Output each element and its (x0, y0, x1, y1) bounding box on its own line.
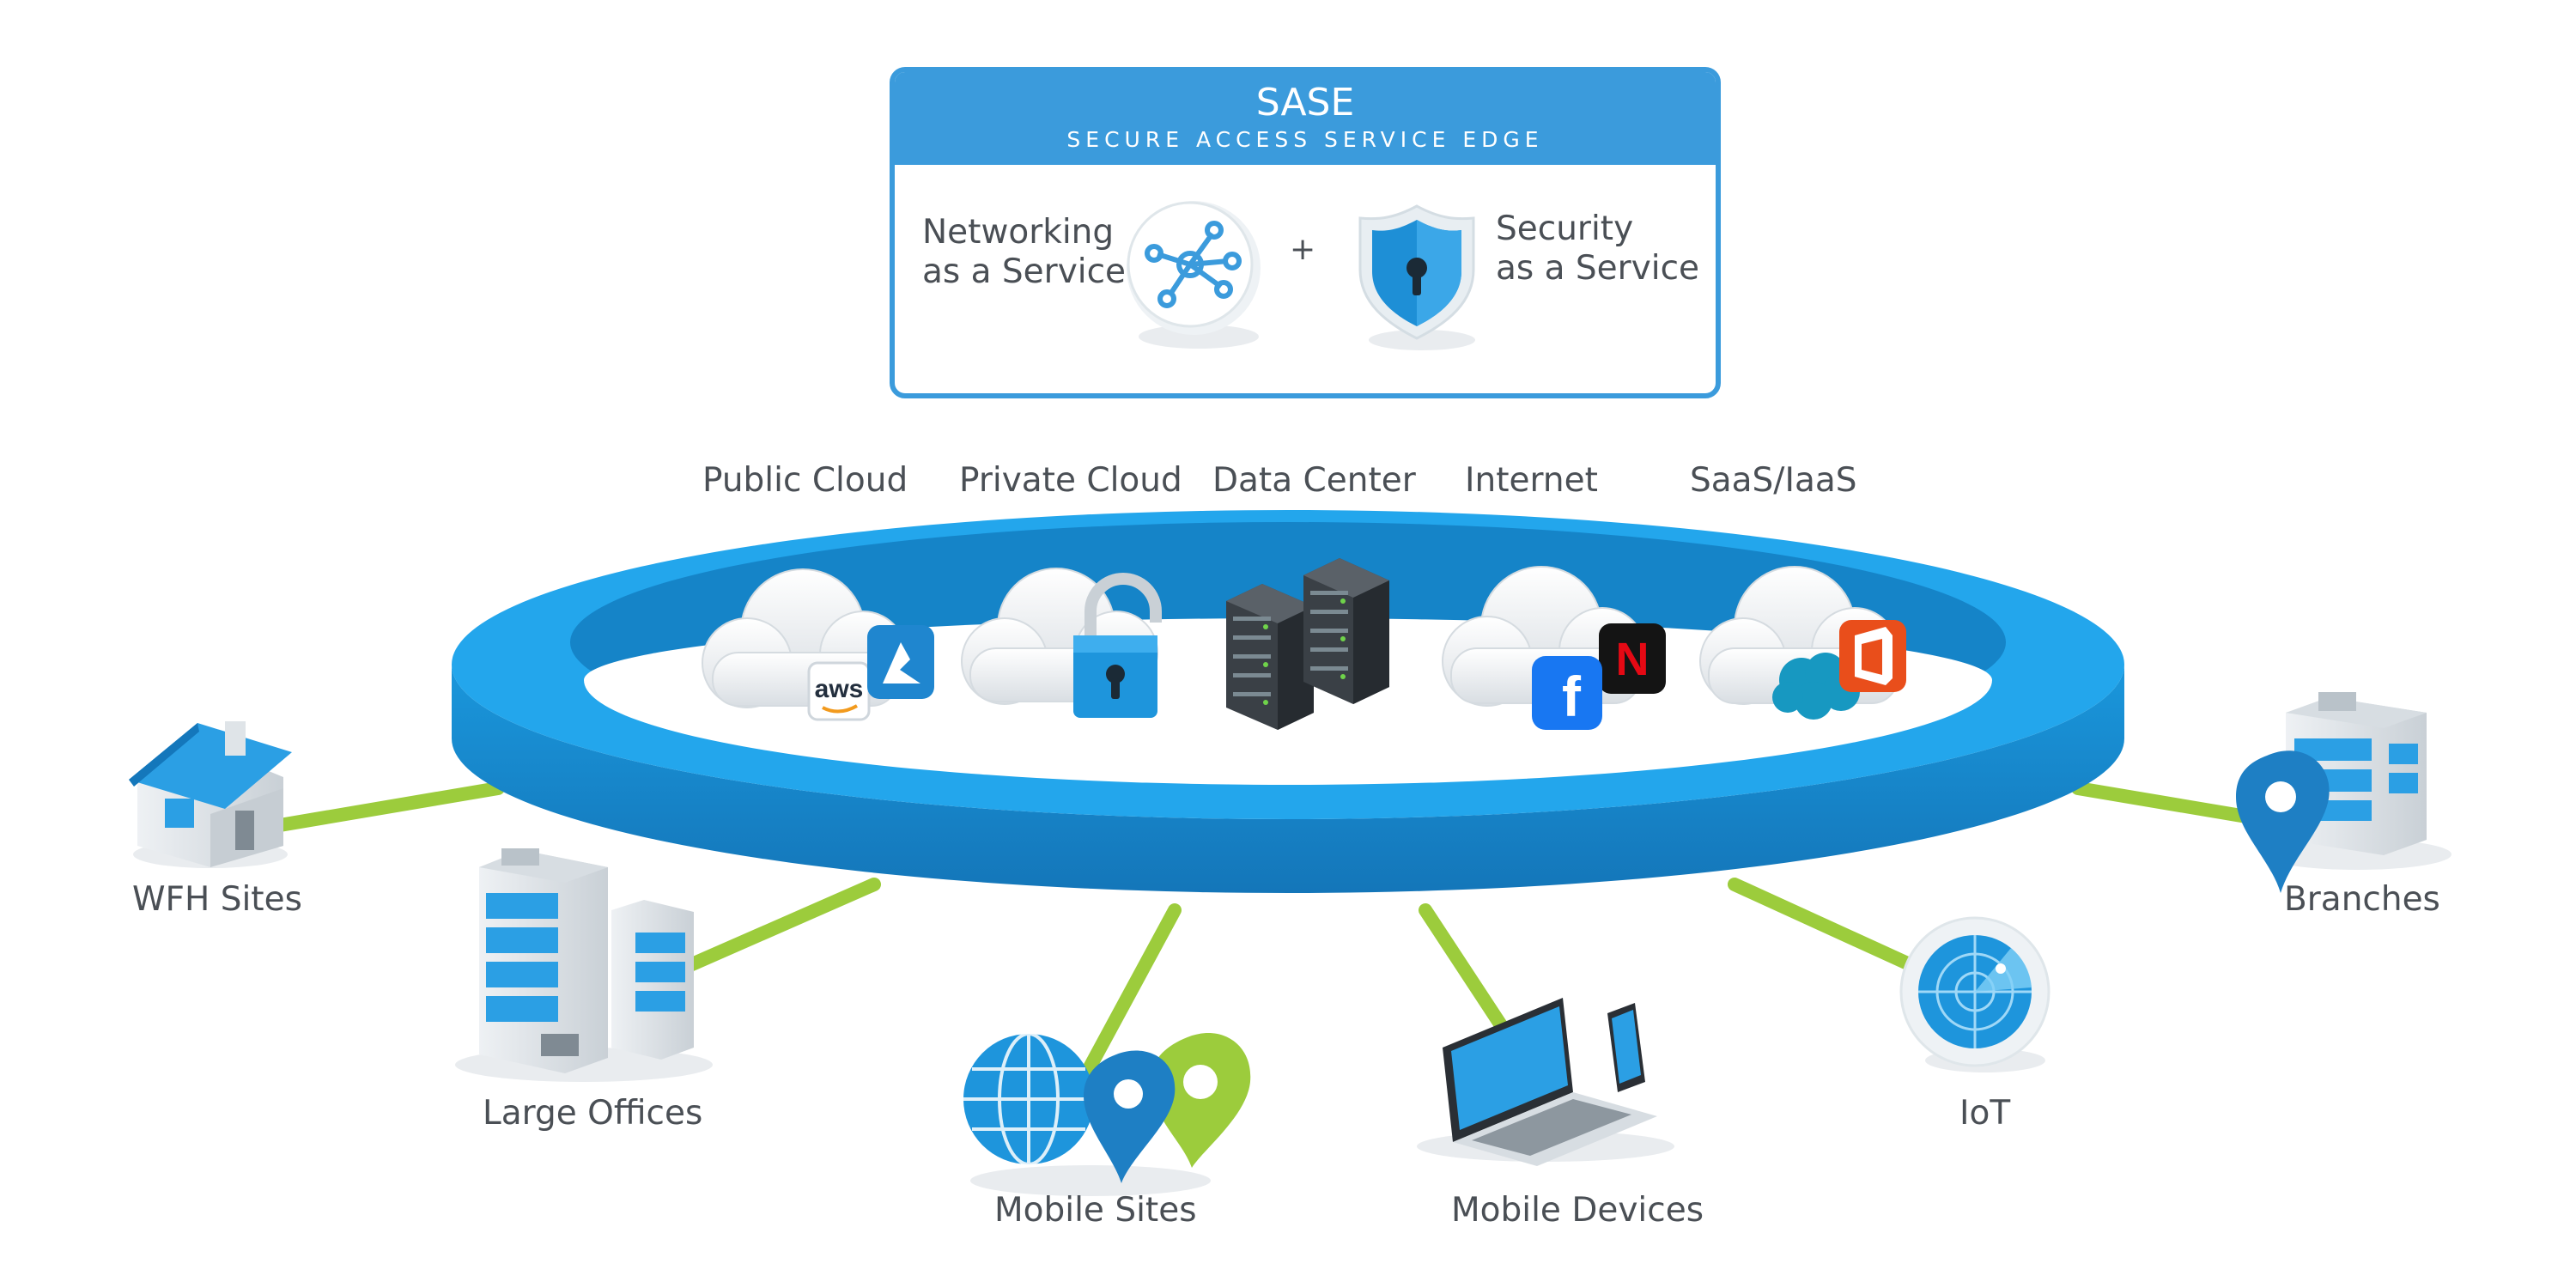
sase-card: SASE SECURE ACCESS SERVICE EDGE Networki… (890, 67, 1721, 398)
label-wfh-sites: WFH Sites (132, 880, 302, 919)
security-line-2: as a Service (1496, 249, 1700, 288)
label-data-center: Data Center (1212, 461, 1416, 500)
network-hub-icon (1127, 201, 1261, 349)
plus-sign: + (1290, 232, 1316, 267)
mobile-devices-laptop-phone-icon (1417, 998, 1674, 1166)
link-large-offices (671, 878, 881, 977)
label-public-cloud: Public Cloud (702, 461, 908, 500)
link-mobile-devices (1419, 903, 1511, 1037)
label-internet: Internet (1465, 461, 1598, 500)
public-cloud-icon: aws (702, 568, 934, 721)
facebook-logo: f (1562, 665, 1582, 728)
netflix-logo: N (1616, 634, 1649, 685)
link-branches (2071, 781, 2274, 827)
networking-as-a-service-label: Networking as a Service (922, 213, 1126, 292)
saas-iaas-cloud-icon (1699, 566, 1906, 720)
networking-line-1: Networking (922, 213, 1115, 252)
label-large-offices: Large Offices (483, 1094, 703, 1133)
label-mobile-devices: Mobile Devices (1451, 1191, 1704, 1230)
salesforce-logo (1772, 653, 1860, 720)
data-center-icon (1226, 558, 1389, 730)
ring-side (452, 665, 2124, 893)
sase-title: SASE (1255, 81, 1355, 125)
security-as-a-service-label: Security as a Service (1496, 210, 1699, 289)
aws-logo: aws (815, 675, 864, 703)
internet-cloud-icon: N f (1442, 566, 1666, 730)
branches-building-pin-icon (2236, 692, 2451, 893)
networking-line-2: as a Service (922, 252, 1127, 291)
private-cloud-icon (961, 568, 1162, 718)
label-private-cloud: Private Cloud (959, 461, 1182, 500)
mobile-sites-globe-pin-icon (963, 1032, 1251, 1196)
large-offices-building-icon (455, 848, 713, 1082)
security-line-1: Security (1496, 210, 1634, 248)
sase-subtitle: SECURE ACCESS SERVICE EDGE (1066, 127, 1544, 152)
label-branches: Branches (2284, 880, 2440, 919)
link-iot (1728, 878, 1939, 981)
link-mobile-sites (1082, 903, 1182, 1076)
label-iot: IoT (1959, 1094, 2011, 1133)
wfh-house-icon (129, 721, 292, 868)
link-wfh (268, 781, 505, 833)
shield-lock-icon (1358, 204, 1475, 350)
connector-links (268, 781, 2274, 1076)
iot-radar-icon (1899, 916, 2050, 1072)
label-saas-iaas: SaaS/IaaS (1690, 461, 1857, 500)
label-mobile-sites: Mobile Sites (994, 1191, 1197, 1230)
sase-header: SASE SECURE ACCESS SERVICE EDGE (895, 72, 1716, 165)
